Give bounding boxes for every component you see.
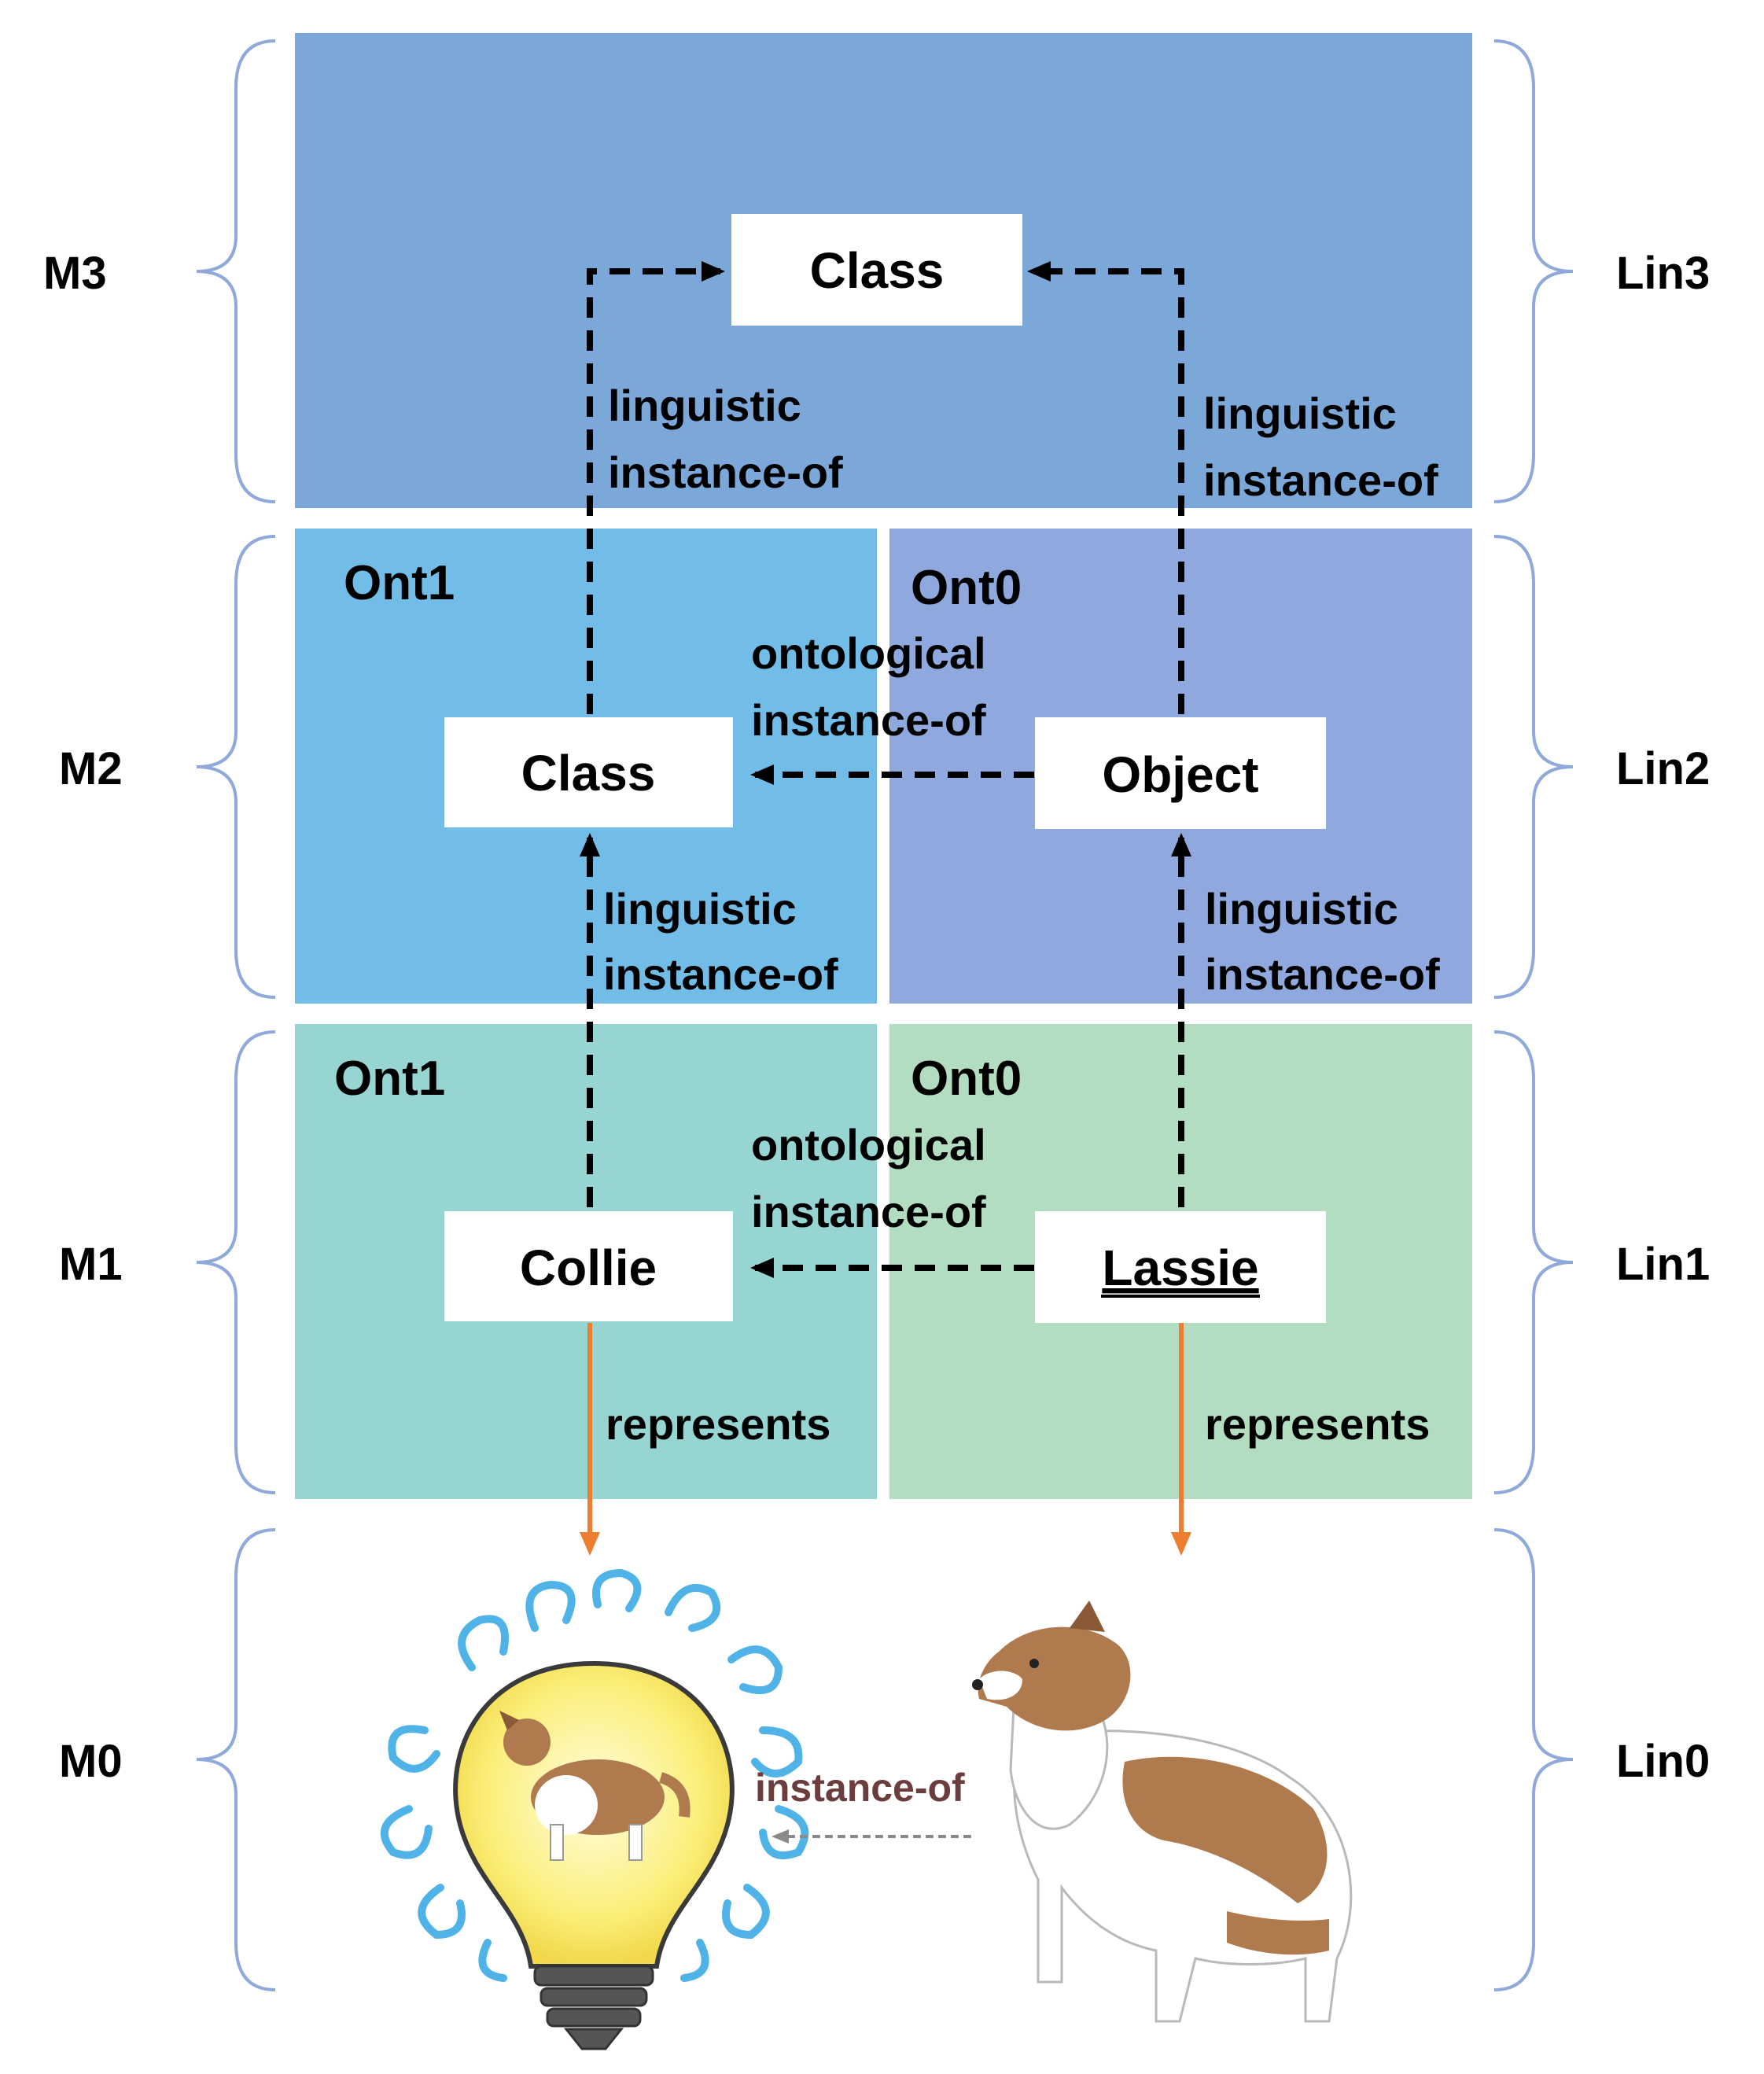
- level-label-m2: M2: [59, 743, 123, 794]
- m1-lassie-label: Lassie: [1102, 1240, 1258, 1296]
- bulb-dog-icon: [499, 1711, 691, 1861]
- right-brace-lin3: [1493, 39, 1574, 503]
- m1-collie-box: Collie: [444, 1211, 733, 1321]
- m2-ontological-instance-of: instance-of: [751, 695, 986, 745]
- level-label-lin2: Lin2: [1616, 743, 1710, 794]
- m1-ont0-header: Ont0: [911, 1052, 1022, 1106]
- m1-lassie-box: Lassie: [1035, 1211, 1326, 1323]
- collie-dog-icon: [972, 1601, 1353, 2023]
- m3-left-linguistic: linguistic: [608, 381, 801, 430]
- right-brace-lin1: [1493, 1030, 1574, 1494]
- level-label-m1: M1: [59, 1239, 123, 1290]
- m2-right-instance-of: instance-of: [1205, 949, 1440, 999]
- level-label-m3: M3: [43, 248, 107, 299]
- left-brace-m3: [196, 39, 276, 503]
- lightbulb-icon: [380, 1568, 809, 2050]
- level-label-lin0: Lin0: [1616, 1736, 1710, 1787]
- represents-right: represents: [1205, 1399, 1430, 1449]
- m2-ont0-header: Ont0: [911, 561, 1022, 615]
- level-label-lin3: Lin3: [1616, 248, 1710, 299]
- represents-left: represents: [606, 1399, 830, 1449]
- m2-left-instance-of: instance-of: [603, 949, 838, 999]
- m3-class-box: Class: [731, 214, 1022, 326]
- m2-object-label: Object: [1102, 746, 1258, 803]
- arrow-m2class-to-m3class: [587, 261, 725, 747]
- m2-object-box: Object: [1035, 717, 1326, 829]
- level-label-m0: M0: [59, 1736, 123, 1787]
- m2-ont1-header: Ont1: [344, 556, 455, 610]
- m3-right-linguistic: linguistic: [1203, 389, 1397, 438]
- m2-left-linguistic: linguistic: [603, 884, 797, 934]
- left-brace-m0: [196, 1528, 276, 1991]
- m2-ontological: ontological: [751, 628, 986, 678]
- right-brace-lin2: [1493, 535, 1574, 999]
- m2-class-box: Class: [444, 717, 733, 827]
- left-brace-m1: [196, 1030, 276, 1494]
- m3-left-instance-of: instance-of: [608, 448, 843, 497]
- m0-instance-of-label: instance-of: [755, 1766, 965, 1810]
- m3-class-label: Class: [810, 242, 945, 299]
- level-label-lin1: Lin1: [1616, 1239, 1710, 1290]
- m1-ontological: ontological: [751, 1120, 986, 1170]
- m1-collie-label: Collie: [520, 1240, 657, 1296]
- m2-class-label: Class: [521, 745, 656, 801]
- arrow-m2object-to-m3class: [1027, 261, 1184, 747]
- m1-ont1-header: Ont1: [334, 1052, 445, 1106]
- m2-right-linguistic: linguistic: [1205, 884, 1398, 934]
- m3-right-instance-of: instance-of: [1203, 455, 1438, 505]
- left-brace-m2: [196, 535, 276, 999]
- right-brace-lin0: [1493, 1528, 1574, 1991]
- m1-ontological-instance-of: instance-of: [751, 1187, 986, 1236]
